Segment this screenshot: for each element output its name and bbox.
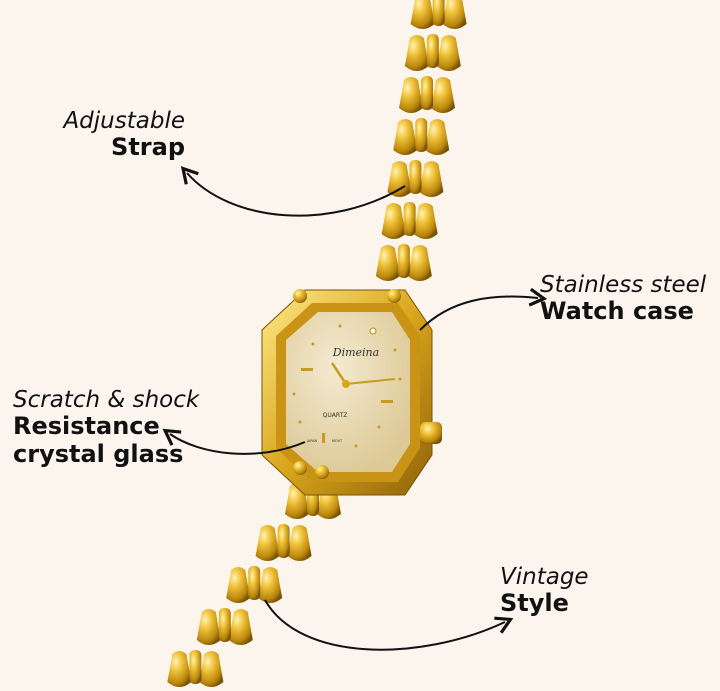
callout-italic: Vintage xyxy=(500,564,589,590)
chain-link xyxy=(387,160,444,197)
dial-movt: MOVT xyxy=(332,439,343,443)
callout-bold: Resistance xyxy=(13,412,160,441)
callout-bold: crystal glass xyxy=(13,440,184,469)
watch-case: Dimeina QUARTZ JAPAN MOVT xyxy=(261,289,442,496)
chain-link xyxy=(404,34,461,71)
chain-link xyxy=(375,244,432,281)
arrow-crystal-glass xyxy=(162,428,306,455)
crystal-stone xyxy=(369,327,377,335)
callout-style: Vintage Style xyxy=(500,564,589,618)
callout-bold: Strap xyxy=(111,133,185,162)
dial-text: QUARTZ xyxy=(323,412,348,419)
callout-strap: Adjustable Strap xyxy=(20,108,185,162)
callout-italic: Adjustable xyxy=(63,108,185,134)
crown xyxy=(420,422,442,444)
chain-link xyxy=(167,650,224,687)
callout-bold: Watch case xyxy=(540,297,694,326)
minute-hand xyxy=(345,378,396,385)
callout-italic: Stainless steel xyxy=(540,272,707,298)
chain-link xyxy=(410,0,467,29)
arrow-style xyxy=(264,599,514,651)
callout-watch-case: Stainless steel Watch case xyxy=(540,272,706,326)
dial-japan: JAPAN xyxy=(306,439,318,443)
chain-link xyxy=(226,566,283,603)
chain-link xyxy=(255,524,312,561)
arrow-watch-case xyxy=(419,287,548,331)
chain-link xyxy=(393,118,450,155)
callout-italic: Scratch & shock xyxy=(13,387,200,413)
brand-logo: Dimeina xyxy=(332,346,379,359)
chain-link xyxy=(196,608,253,645)
chain-link xyxy=(381,202,438,239)
callout-bold: Style xyxy=(500,589,569,618)
arrow-strap xyxy=(180,166,406,217)
callout-crystal-glass: Scratch & shock Resistance crystal glass xyxy=(13,387,199,469)
chain-link xyxy=(399,76,456,113)
hour-hand xyxy=(330,362,348,385)
